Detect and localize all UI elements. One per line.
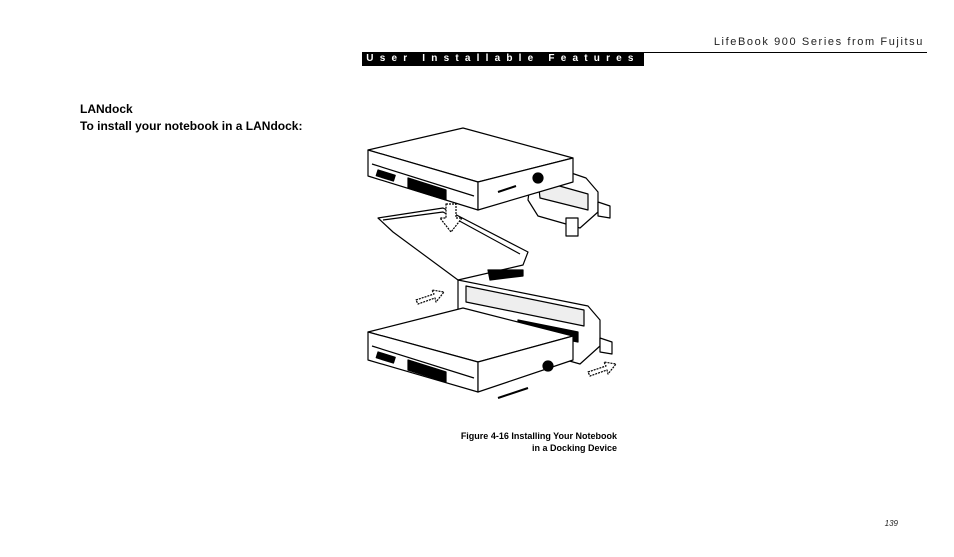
docking-illustration: [348, 120, 628, 425]
notebook-docking-drawing: [367, 127, 617, 399]
running-title: LifeBook 900 Series from Fujitsu: [713, 36, 924, 48]
section-heading: LANdock: [80, 102, 133, 116]
page-number: 139: [884, 519, 898, 528]
dock-tray-top: [377, 207, 529, 281]
caption-line-1: Figure 4-16 Installing Your Notebook: [460, 431, 617, 441]
section-title-bar: User Installable Features: [362, 52, 644, 66]
figure-caption: Figure 4-16 Installing Your Notebook in …: [461, 430, 617, 454]
caption-line-2: in a Docking Device: [531, 443, 617, 453]
instruction-heading: To install your notebook in a LANdock:: [80, 119, 303, 133]
header-rule: [362, 52, 927, 53]
